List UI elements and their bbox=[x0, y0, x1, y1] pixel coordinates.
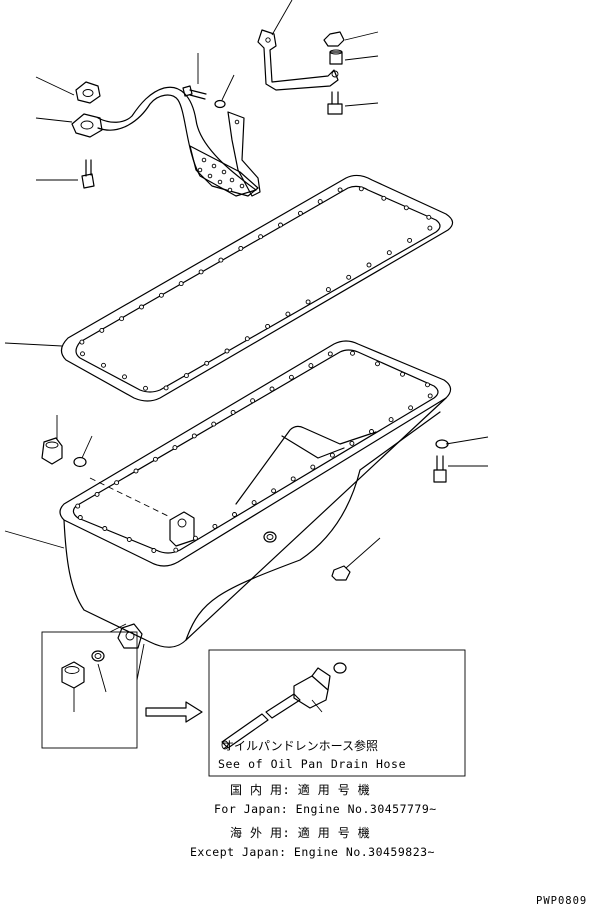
bolt-hole bbox=[349, 440, 355, 446]
applicability-notes: 国 内 用: 適 用 号 機 For Japan: Engine No.3045… bbox=[190, 782, 437, 859]
bolt-hole bbox=[158, 292, 164, 298]
bolt-hole bbox=[386, 250, 392, 256]
bolt-hole bbox=[102, 526, 108, 531]
drain-hose-inset: オイルパンドレンホース参照 See of Oil Pan Drain Hose bbox=[208, 649, 466, 777]
bolt-hole bbox=[139, 304, 144, 310]
bolt-hole bbox=[244, 336, 250, 342]
bolt-hole bbox=[172, 445, 178, 451]
bolt-hole bbox=[358, 186, 364, 192]
bolt-hole bbox=[232, 512, 237, 517]
drawing-code: PWP0809 bbox=[536, 895, 587, 907]
bolt-hole bbox=[310, 464, 316, 470]
bolt-hole bbox=[407, 237, 413, 243]
bolt-hole bbox=[290, 476, 296, 482]
bolt-hole bbox=[366, 262, 372, 268]
bolt-hole bbox=[408, 405, 414, 411]
bolt-hole bbox=[325, 287, 331, 293]
bolt-hole bbox=[114, 480, 120, 486]
bolt-hole bbox=[427, 393, 433, 399]
bolt-hole bbox=[329, 452, 335, 458]
bolt-hole bbox=[151, 548, 157, 553]
bolt-hole bbox=[375, 361, 380, 367]
bolt-hole bbox=[230, 409, 236, 415]
bolt-hole bbox=[288, 374, 294, 380]
drain-plug-and-fasteners bbox=[41, 437, 449, 581]
bolt-hole bbox=[122, 374, 127, 380]
bolt-hole bbox=[381, 195, 387, 201]
bolt-hole bbox=[317, 199, 323, 205]
bolt-hole bbox=[192, 535, 198, 541]
japan-label-jp: 国 内 用: 適 用 号 機 bbox=[230, 782, 370, 797]
bolt-hole bbox=[163, 385, 169, 391]
arrow-to-inset bbox=[145, 701, 203, 723]
drain-plug-detail-box bbox=[41, 623, 145, 749]
bolt-hole bbox=[269, 386, 275, 392]
bolt-hole bbox=[271, 488, 277, 494]
bolt-hole bbox=[278, 222, 283, 228]
bolt-hole bbox=[183, 373, 189, 379]
export-label-jp: 海 外 用: 適 用 号 機 bbox=[230, 825, 370, 840]
bolt-hole bbox=[388, 417, 394, 423]
bolt-hole bbox=[425, 382, 430, 388]
bolt-hole bbox=[101, 362, 106, 368]
bolt-hole bbox=[178, 281, 184, 287]
bolt-hole bbox=[224, 348, 230, 354]
bolt-hole bbox=[250, 398, 256, 404]
leader-lines bbox=[4, 0, 489, 712]
bolt-hole bbox=[94, 491, 100, 497]
bolt-hole bbox=[204, 360, 210, 366]
bolt-hole bbox=[211, 421, 217, 427]
inset-note-japanese: オイルパンドレンホース参照 bbox=[222, 738, 378, 753]
bolt-hole bbox=[305, 299, 311, 305]
japan-label-en: For Japan: Engine No.30457779~ bbox=[214, 802, 437, 816]
bolt-hole bbox=[400, 371, 405, 377]
bolt-hole bbox=[265, 323, 271, 329]
bolt-hole bbox=[258, 234, 264, 240]
bolt-hole bbox=[77, 515, 83, 520]
bolt-hole bbox=[126, 537, 132, 542]
bolt-hole bbox=[327, 351, 333, 357]
bolt-hole bbox=[212, 523, 218, 529]
bolt-hole bbox=[403, 205, 409, 211]
guide-bracket-assembly bbox=[257, 29, 345, 115]
bolt-hole bbox=[198, 269, 204, 275]
bolt-hole bbox=[251, 500, 257, 506]
bolt-hole bbox=[297, 210, 303, 216]
bolt-hole bbox=[426, 214, 432, 220]
oil-pan-body bbox=[59, 340, 452, 649]
bolt-hole bbox=[75, 503, 81, 509]
bolt-hole bbox=[119, 316, 125, 322]
bolt-hole bbox=[133, 468, 139, 474]
suction-pipe-assembly bbox=[71, 81, 261, 197]
inset-note-english: See of Oil Pan Drain Hose bbox=[218, 757, 406, 771]
oil-pan-gasket bbox=[60, 174, 454, 402]
bolt-hole bbox=[80, 351, 85, 357]
bolt-hole bbox=[99, 327, 105, 333]
bolt-hole bbox=[152, 456, 158, 462]
bolt-hole bbox=[350, 350, 355, 356]
bolt-hole bbox=[337, 187, 343, 193]
export-label-en: Except Japan: Engine No.30459823~ bbox=[190, 845, 435, 859]
bolt-hole bbox=[285, 311, 291, 317]
bolt-hole bbox=[238, 245, 244, 251]
bolt-hole bbox=[191, 433, 197, 439]
bolt-hole bbox=[427, 225, 433, 231]
bolt-hole bbox=[369, 429, 374, 434]
bolt-hole bbox=[173, 547, 179, 553]
bolt-hole bbox=[218, 257, 224, 263]
bolt-hole bbox=[79, 339, 85, 345]
bolt-hole bbox=[308, 363, 314, 369]
bolt-hole bbox=[143, 385, 148, 391]
bolt-hole bbox=[346, 274, 352, 280]
